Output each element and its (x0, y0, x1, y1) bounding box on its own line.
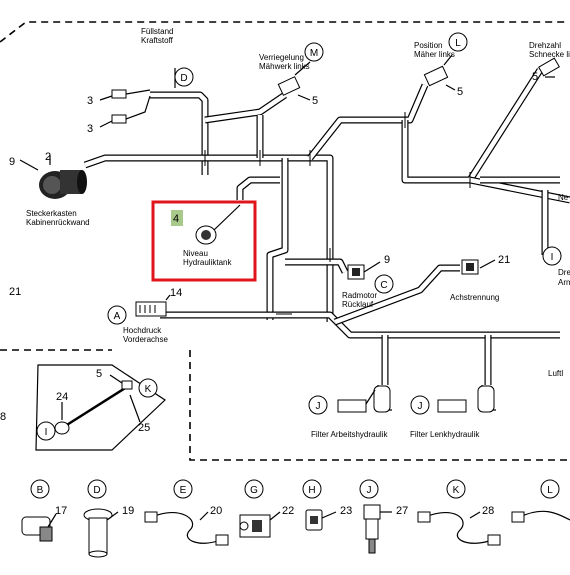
label-speed-screw-1: Drehzahl (529, 41, 561, 50)
circle-letter-j-bottom: J (367, 485, 372, 496)
circle-badges (30, 32, 562, 499)
circle-letter-j2: J (418, 401, 423, 412)
part-number-5c: 5 (532, 71, 538, 83)
label-connector-box-2: Kabinenrückwand (26, 218, 90, 227)
label-high-pressure-2: Vorderachse (123, 335, 168, 344)
label-filter-steering-hydraulics: Filter Lenkhydraulik (410, 430, 480, 439)
circle-letter-i-right: I (551, 252, 554, 263)
speed-screw-connector (538, 57, 560, 77)
label-wheel-motor-1: Radmotor (342, 291, 377, 300)
label-truncated-luft: Luftl (548, 369, 563, 378)
label-position-mower-2: Mäher links (414, 50, 455, 59)
part-number-14: 14 (170, 287, 182, 299)
mower-lock-connector (277, 61, 311, 96)
circle-letter-d-bottom: D (93, 485, 100, 496)
outer-dashed-border (0, 21, 570, 461)
circle-letter-i-inset: I (45, 427, 48, 438)
bottom-part-23 (305, 509, 323, 531)
part-number-28: 28 (482, 505, 494, 517)
hydraulic-tank-sensor (195, 204, 241, 245)
label-fuel-level-2: Kraftstoff (141, 36, 174, 45)
circle-letters: D M L I C A K I J J B D E G H J K L (37, 38, 554, 496)
connector-box-plug (39, 170, 87, 199)
label-truncated-dre: Dre (558, 268, 570, 277)
label-speed-screw-2: Schnecke links (529, 50, 570, 59)
bottom-part-27 (363, 504, 381, 554)
part-number-17: 17 (55, 505, 67, 517)
part-4-number-highlight (171, 210, 183, 226)
bottom-part-22 (239, 514, 271, 538)
callout-labels: Füllstand Kraftstoff Verriegelung Mähwer… (26, 27, 570, 439)
part-number-21-left: 21 (9, 286, 21, 298)
fuel-level-connectors (111, 89, 151, 124)
bottom-part-17 (21, 516, 53, 542)
bottom-part-28 (417, 511, 501, 546)
junction-ticks (204, 112, 471, 315)
label-mower-lock-1: Verriegelung (259, 53, 304, 62)
part-number-9-left: 9 (9, 156, 15, 168)
label-fuel-level-1: Füllstand (141, 27, 173, 36)
bottom-part-20 (144, 511, 229, 546)
circle-letter-g-bottom: G (250, 485, 258, 496)
main-harness (83, 68, 570, 385)
position-mower-connector (423, 54, 453, 87)
part-number-2: 2 (45, 151, 51, 163)
label-hydraulic-tank-2: Hydrauliktank (183, 258, 232, 267)
filter-connectors-top (373, 385, 496, 413)
circle-letter-l-bottom: L (547, 485, 553, 496)
filter-plugs (337, 399, 467, 413)
circle-letter-a: A (114, 311, 121, 322)
part-numbers: 9 21 8 2 3 3 5 5 5 4 9 21 14 5 24 25 17 … (0, 71, 538, 517)
part-number-21: 21 (498, 254, 510, 266)
part-number-22: 22 (282, 505, 294, 517)
label-position-mower-1: Position (414, 41, 442, 50)
circle-letter-k-bottom: K (453, 485, 460, 496)
part-number-5d: 5 (96, 368, 102, 380)
bottom-part-L (511, 510, 570, 523)
label-wheel-motor-2: Rücklauf (342, 300, 374, 309)
part-number-20: 20 (210, 505, 222, 517)
part-number-5b: 5 (457, 86, 463, 98)
label-hydraulic-tank-1: Niveau (183, 249, 208, 258)
circle-letter-d-top: D (180, 73, 187, 84)
part-number-19: 19 (122, 505, 134, 517)
part-number-9: 9 (384, 254, 390, 266)
label-truncated-ne: Ne (558, 193, 569, 202)
part-number-23: 23 (340, 505, 352, 517)
part-number-27: 27 (396, 505, 408, 517)
part-number-4: 4 (173, 213, 179, 225)
wheel-motor-sensor (347, 264, 365, 280)
circle-letter-k-inset: K (145, 384, 152, 395)
circle-letter-c: C (380, 280, 387, 291)
part-number-8-left: 8 (0, 411, 6, 423)
circle-letter-h-bottom: H (308, 485, 315, 496)
label-truncated-arm: Arm (558, 278, 570, 287)
bottom-part-19 (83, 508, 113, 558)
circle-letter-j1: J (316, 401, 321, 412)
circle-letter-l-top: L (455, 38, 461, 49)
label-connector-box-1: Steckerkasten (26, 209, 77, 218)
part-number-3a: 3 (87, 95, 93, 107)
part-number-3b: 3 (87, 123, 93, 135)
part-number-5a: 5 (312, 95, 318, 107)
highlight-box-part-4 (151, 200, 257, 282)
axle-separation-sensor (461, 259, 479, 275)
label-high-pressure-1: Hochdruck (123, 326, 162, 335)
inset-cable-24 (35, 364, 166, 451)
part-number-25: 25 (138, 422, 150, 434)
circle-letter-b-bottom: B (37, 485, 44, 496)
circle-letter-e-bottom: E (180, 485, 187, 496)
part-number-24: 24 (56, 391, 68, 403)
high-pressure-sensor (135, 301, 167, 317)
label-mower-lock-2: Mähwerk links (259, 62, 310, 71)
label-filter-working-hydraulics: Filter Arbeitshydraulik (311, 430, 388, 439)
circle-letter-m-top: M (310, 48, 318, 59)
label-axle-separation: Achstrennung (450, 293, 499, 302)
leader-lines (19, 68, 555, 528)
